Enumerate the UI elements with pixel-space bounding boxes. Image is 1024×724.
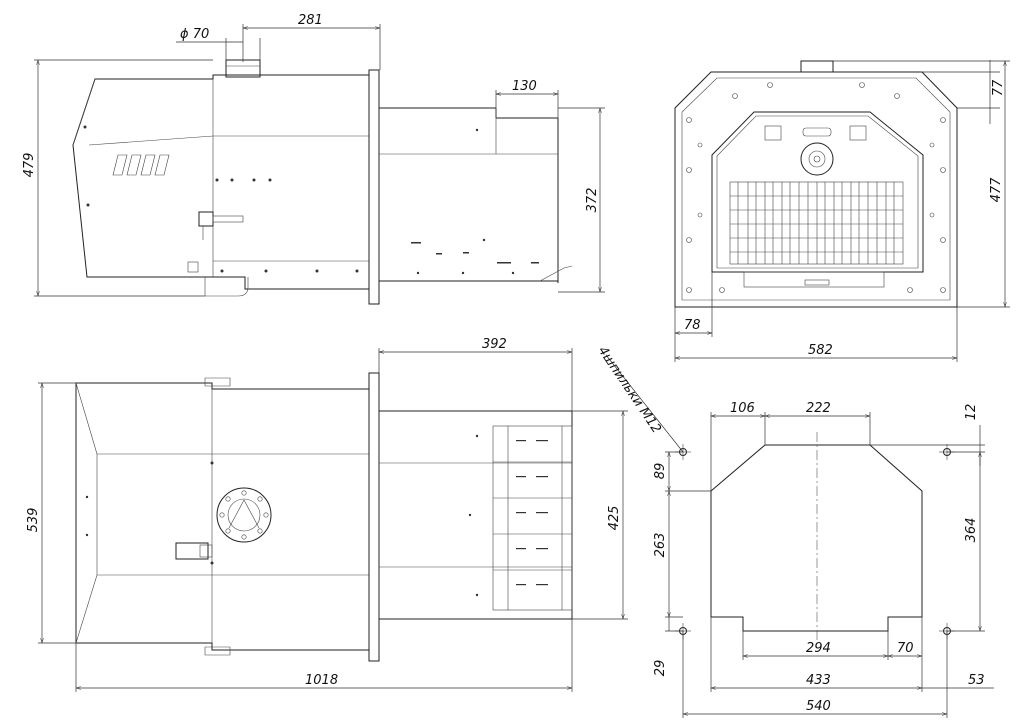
top-clip: [204, 377, 231, 387]
dim-label-130: 130: [512, 79, 537, 94]
bottom-clip: [204, 646, 231, 656]
dim-label-540: 540: [806, 699, 831, 714]
dim-label-53: 53: [968, 673, 985, 688]
dim-label-1018: 1018: [305, 673, 338, 688]
dim-label-89: 89: [653, 463, 668, 480]
handle: [198, 211, 244, 240]
dim-label-281: 281: [298, 13, 323, 28]
dim-label-106: 106: [730, 401, 755, 416]
grate-grid: [729, 181, 904, 265]
ash-tray-handle: [804, 279, 830, 286]
stud-holes: [675, 444, 955, 639]
housing-edge: [88, 135, 214, 146]
dim-label-222: 222: [806, 401, 831, 416]
housing-edge: [72, 78, 96, 146]
dim-label-78: 78: [684, 318, 701, 333]
plan-edge: [75, 574, 98, 644]
cutout-outline: [710, 444, 923, 632]
dim-label-77: 77: [991, 79, 1006, 96]
mounting-flange: [368, 69, 380, 305]
plan-mounting-flange: [368, 372, 380, 662]
tube-marks: [411, 128, 539, 275]
latch: [187, 261, 199, 273]
side-elevation-view: ϕ 70 281 130 479 372: [22, 13, 605, 305]
dim-label-372: 372: [585, 188, 600, 213]
dim-label-392: 392: [482, 337, 507, 352]
right-port: [849, 125, 867, 141]
dim-label-12: 12: [964, 404, 979, 421]
dim-label-29: 29: [653, 660, 668, 677]
dim-label-425: 425: [607, 506, 622, 531]
top-pipe: [225, 59, 261, 78]
housing-outline: [72, 74, 370, 290]
plan-round-flange: [216, 487, 272, 543]
top-slot: [802, 127, 832, 137]
dim-label-582: 582: [808, 343, 833, 358]
dim-label-364: 364: [964, 518, 979, 543]
plan-view: 392 539 425 1018: [26, 337, 628, 692]
bottom-tab: [204, 277, 249, 297]
top-lug: [800, 60, 834, 73]
dim-label-70: 70: [897, 641, 914, 656]
plan-handle: [175, 542, 209, 560]
dim-label-539: 539: [26, 508, 41, 533]
ash-tray: [743, 271, 885, 288]
flange-cutout-view: 4шпильки М12 106 222 12 89 263 364 294: [595, 344, 994, 718]
plan-housing-outline: [75, 382, 370, 651]
stud-leader-line: [605, 354, 684, 453]
front-mount-holes: [686, 82, 946, 293]
burner-tube: [379, 107, 573, 283]
dim-label-479: 479: [22, 153, 37, 178]
dim-label-263: 263: [653, 533, 668, 558]
plan-edge: [75, 382, 98, 455]
left-port: [764, 125, 782, 141]
dim-label-294: 294: [806, 641, 831, 656]
center-boss: [800, 142, 834, 176]
dim-label-diameter-70: ϕ 70: [180, 27, 209, 42]
dim-label-433: 433: [806, 673, 831, 688]
vent-slots: [112, 154, 170, 176]
plan-burner-tube: [378, 410, 573, 620]
inner-window: [711, 111, 924, 273]
note-studs-m12: 4шпильки М12: [595, 344, 664, 436]
front-view: 77 477 78 582: [674, 60, 1010, 362]
dim-label-477: 477: [989, 177, 1004, 203]
